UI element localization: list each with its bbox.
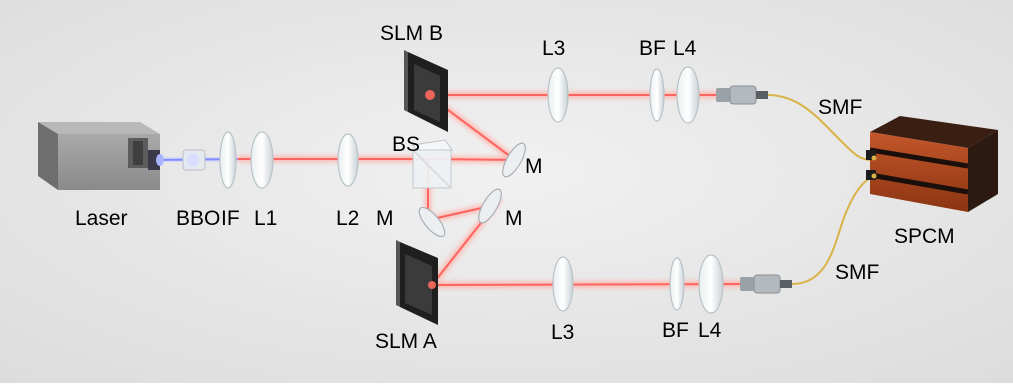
label-slm-b: SLM B [380, 22, 444, 45]
slm-a-device [396, 240, 438, 325]
label-smf-bottom: SMF [835, 261, 880, 284]
label-l4-top: L4 [673, 37, 697, 60]
optics-lenses [219, 66, 724, 314]
spcm-detector [866, 116, 998, 212]
label-l2: L2 [336, 207, 360, 230]
single-mode-fibers [767, 94, 877, 285]
laser-source [38, 122, 164, 190]
label-l1: L1 [254, 207, 278, 230]
label-m-upper: M [525, 155, 543, 178]
label-spcm: SPCM [894, 225, 955, 248]
label-m-lower-right: M [505, 207, 523, 230]
label-bs: BS [392, 133, 421, 156]
label-laser: Laser [75, 207, 128, 230]
label-m-lower-left: M [376, 207, 394, 230]
fiber-couplers [716, 85, 792, 294]
label-slm-a: SLM A [375, 330, 437, 353]
label-bbo: BBO [176, 207, 221, 230]
bbo-crystal [182, 149, 206, 171]
label-l4-bottom: L4 [698, 319, 722, 342]
label-if: IF [221, 207, 240, 230]
label-bf-top: BF [639, 37, 666, 60]
label-l3-top: L3 [542, 37, 566, 60]
mirrors [418, 142, 526, 238]
label-bf-bottom: BF [662, 319, 689, 342]
beam-splitter [412, 139, 453, 189]
slm-b-device [404, 50, 448, 132]
label-l3-bottom: L3 [551, 321, 575, 344]
label-smf-top: SMF [818, 96, 863, 119]
